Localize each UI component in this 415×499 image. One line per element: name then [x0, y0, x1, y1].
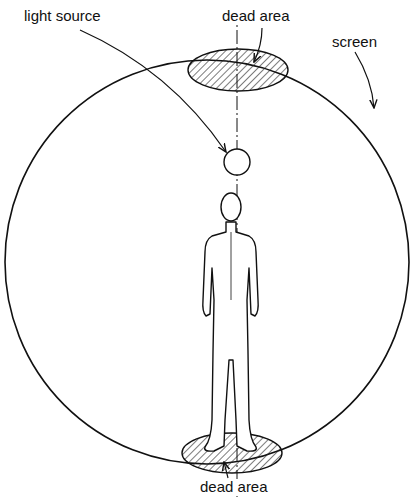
leader-line — [224, 462, 228, 478]
callout-label: dead area — [220, 8, 292, 25]
leader-line — [254, 28, 262, 62]
leader-line — [355, 52, 374, 108]
callout-label: light source — [22, 8, 103, 25]
callout-label: screen — [330, 34, 379, 51]
screen-circle — [5, 60, 409, 464]
person — [203, 193, 258, 451]
callout-label: dead area — [198, 479, 270, 496]
leader-line — [80, 30, 226, 152]
light-source — [224, 149, 250, 175]
dead-area-top — [188, 49, 288, 91]
dead-area-bottom — [182, 433, 282, 473]
